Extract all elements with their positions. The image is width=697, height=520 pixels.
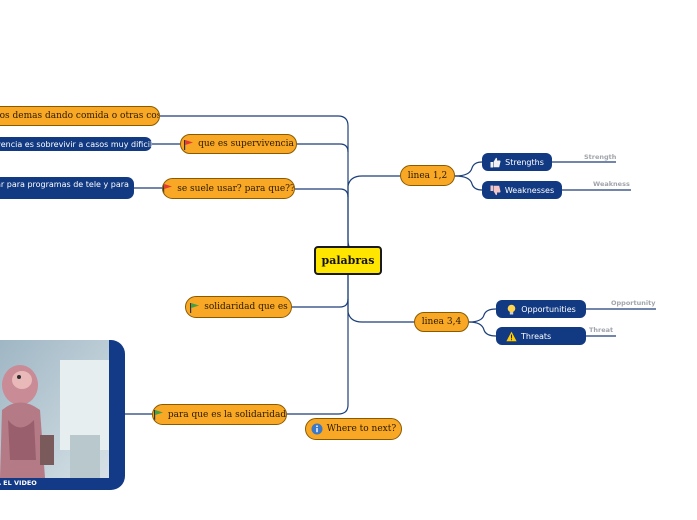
- node-para-que-es-la-solidaridad-label: para que es la solidaridad: [167, 409, 287, 420]
- note-supervivencia-label: vencia es sobrevivir a casos muy dificil…: [0, 139, 152, 149]
- node-para-que-es-la-solidaridad[interactable]: para que es la solidaridad: [152, 404, 287, 425]
- thumbs-down-icon: [490, 185, 501, 196]
- warning-icon: [506, 331, 517, 342]
- note-supervivencia[interactable]: vencia es sobrevivir a casos muy dificil…: [0, 137, 152, 151]
- green-flag-icon: [189, 302, 200, 313]
- video-thumbnail[interactable]: [0, 340, 109, 478]
- node-linea-1-2-label: linea 1,2: [407, 170, 448, 181]
- node-ayudar-label: r a los demas dando comida o otras cosa: [0, 111, 159, 121]
- node-strengths[interactable]: Strengths: [482, 153, 552, 171]
- node-weaknesses-label: Weaknesses: [504, 185, 555, 195]
- node-opportunities-label: Opportunities: [521, 304, 576, 314]
- node-que-es-supervivencia-label: que es supervivencia: [198, 139, 294, 149]
- red-flag-icon: [183, 139, 194, 150]
- node-linea-3-4[interactable]: linea 3,4: [414, 312, 469, 332]
- node-que-es-supervivencia[interactable]: que es supervivencia: [180, 134, 297, 154]
- thumbs-up-icon: [490, 157, 501, 168]
- sub-opportunity[interactable]: Opportunity: [611, 299, 656, 307]
- node-opportunities[interactable]: Opportunities: [496, 300, 586, 318]
- red-flag-icon: [163, 183, 173, 194]
- sub-threat[interactable]: Threat: [589, 326, 614, 334]
- node-threats[interactable]: Threats: [496, 327, 586, 345]
- root-node-label: palabras: [321, 254, 375, 267]
- lightbulb-icon: [506, 304, 517, 315]
- node-linea-3-4-label: linea 3,4: [421, 317, 462, 327]
- note-usar-label: ar para programas de tele y para: [0, 180, 129, 189]
- where-to-next-button[interactable]: Where to next?: [305, 418, 402, 440]
- green-flag-icon: [153, 409, 164, 420]
- where-to-next-label: Where to next?: [326, 424, 397, 434]
- node-linea-1-2[interactable]: linea 1,2: [400, 165, 455, 186]
- video-panel[interactable]: AS MIRA EL VIDEO: [0, 340, 125, 490]
- node-ayudar[interactable]: r a los demas dando comida o otras cosa: [0, 106, 160, 126]
- video-caption: AS MIRA EL VIDEO: [0, 479, 37, 487]
- note-usar[interactable]: ar para programas de tele y para: [0, 177, 134, 199]
- node-se-suele-usar-label: se suele usar? para que??: [177, 183, 295, 194]
- node-solidaridad-que-es[interactable]: solidaridad que es: [185, 296, 292, 318]
- node-weaknesses[interactable]: Weaknesses: [482, 181, 562, 199]
- sub-strength[interactable]: Strength: [584, 153, 617, 161]
- node-threats-label: Threats: [521, 331, 552, 341]
- root-node[interactable]: palabras: [314, 246, 382, 275]
- node-solidaridad-que-es-label: solidaridad que es: [204, 302, 288, 312]
- info-icon: [311, 423, 323, 435]
- node-strengths-label: Strengths: [505, 157, 544, 167]
- node-se-suele-usar[interactable]: se suele usar? para que??: [162, 178, 295, 199]
- sub-weakness[interactable]: Weakness: [593, 180, 630, 188]
